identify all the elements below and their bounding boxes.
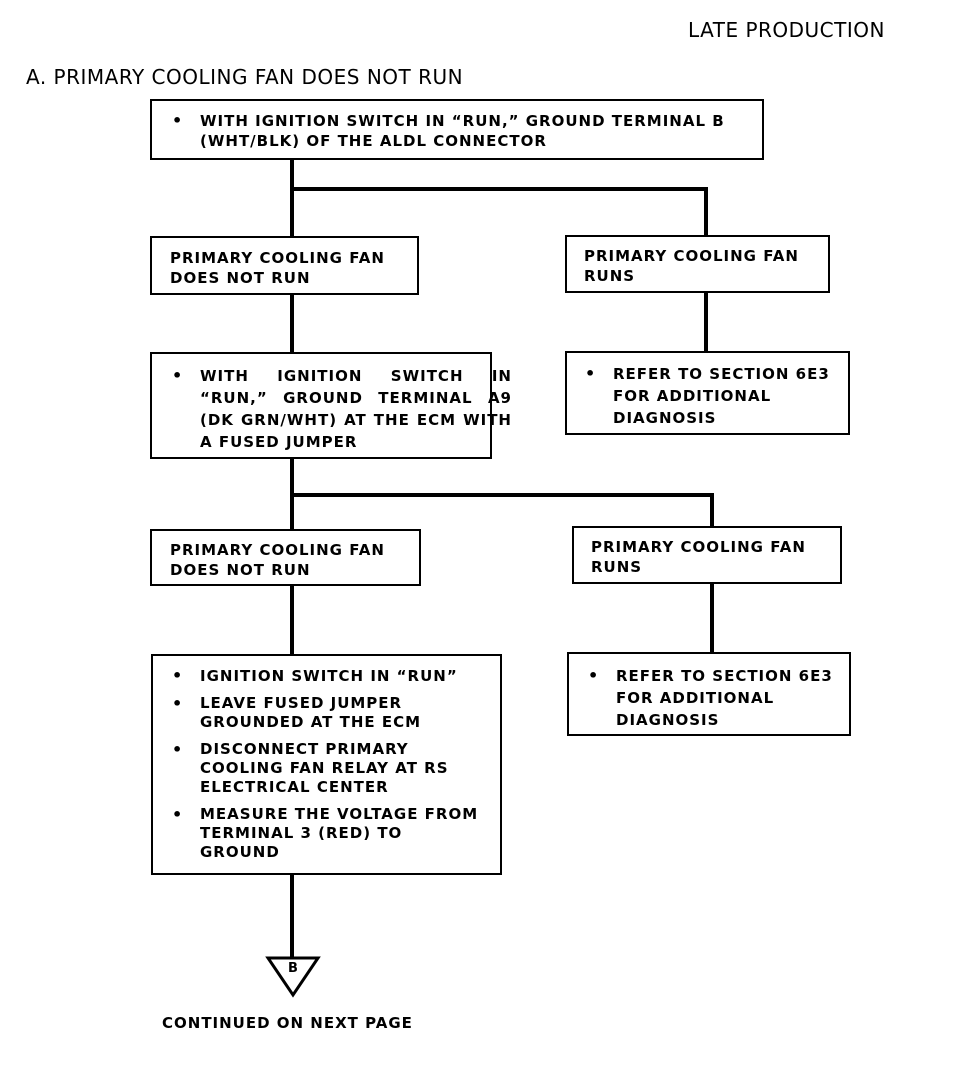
refer-text: REFER TO SECTION 6E3 FOR ADDITIONAL DIAG… (584, 665, 866, 731)
step-box-ground-a9: WITH IGNITION SWITCH IN “RUN,” GROUND TE… (150, 352, 511, 459)
connector-line (710, 582, 714, 654)
offpage-connector-triangle (265, 956, 321, 998)
result-text: PRIMARY COOLING FAN DOES NOT RUN (170, 541, 385, 579)
step-item: IGNITION SWITCH IN “RUN” (168, 666, 488, 686)
connector-line (704, 291, 708, 353)
result-box-fan-not-run-2: PRIMARY COOLING FAN DOES NOT RUN (150, 529, 421, 586)
refer-text: REFER TO SECTION 6E3 FOR ADDITIONAL DIAG… (581, 363, 863, 429)
step-item: LEAVE FUSED JUMPER GROUNDED AT THE ECM (168, 694, 488, 732)
connector-line (290, 158, 294, 238)
step-box-measure-voltage: IGNITION SWITCH IN “RUN” LEAVE FUSED JUM… (151, 654, 502, 875)
page-title: A. PRIMARY COOLING FAN DOES NOT RUN (26, 65, 464, 89)
result-text: PRIMARY COOLING FAN DOES NOT RUN (170, 249, 385, 287)
refer-box-6e3-2: REFER TO SECTION 6E3 FOR ADDITIONAL DIAG… (567, 652, 851, 736)
step-text: WITH IGNITION SWITCH IN “RUN,” GROUND TE… (168, 111, 766, 151)
refer-box-6e3-1: REFER TO SECTION 6E3 FOR ADDITIONAL DIAG… (565, 351, 850, 435)
result-text: PRIMARY COOLING FAN RUNS (584, 247, 799, 285)
connector-line (704, 187, 708, 237)
step-text: WITH IGNITION SWITCH IN “RUN,” GROUND TE… (168, 365, 512, 453)
result-box-fan-runs-2: PRIMARY COOLING FAN RUNS (572, 526, 842, 584)
connector-line (710, 493, 714, 528)
connector-letter: B (288, 961, 298, 976)
continued-label: CONTINUED ON NEXT PAGE (162, 1014, 413, 1032)
connector-line (290, 493, 714, 497)
result-box-fan-runs-1: PRIMARY COOLING FAN RUNS (565, 235, 830, 293)
connector-line (290, 873, 294, 959)
connector-line (290, 584, 294, 656)
step-item: MEASURE THE VOLTAGE FROM TERMINAL 3 (RED… (168, 805, 488, 862)
result-box-fan-not-run-1: PRIMARY COOLING FAN DOES NOT RUN (150, 236, 419, 295)
connector-line (290, 187, 708, 191)
result-text: PRIMARY COOLING FAN RUNS (591, 538, 806, 576)
step-item: DISCONNECT PRIMARY COOLING FAN RELAY AT … (168, 740, 488, 797)
step-box-ignition-aldl: WITH IGNITION SWITCH IN “RUN,” GROUND TE… (150, 99, 764, 160)
production-label: LATE PRODUCTION (688, 18, 885, 42)
connector-line (290, 293, 294, 353)
